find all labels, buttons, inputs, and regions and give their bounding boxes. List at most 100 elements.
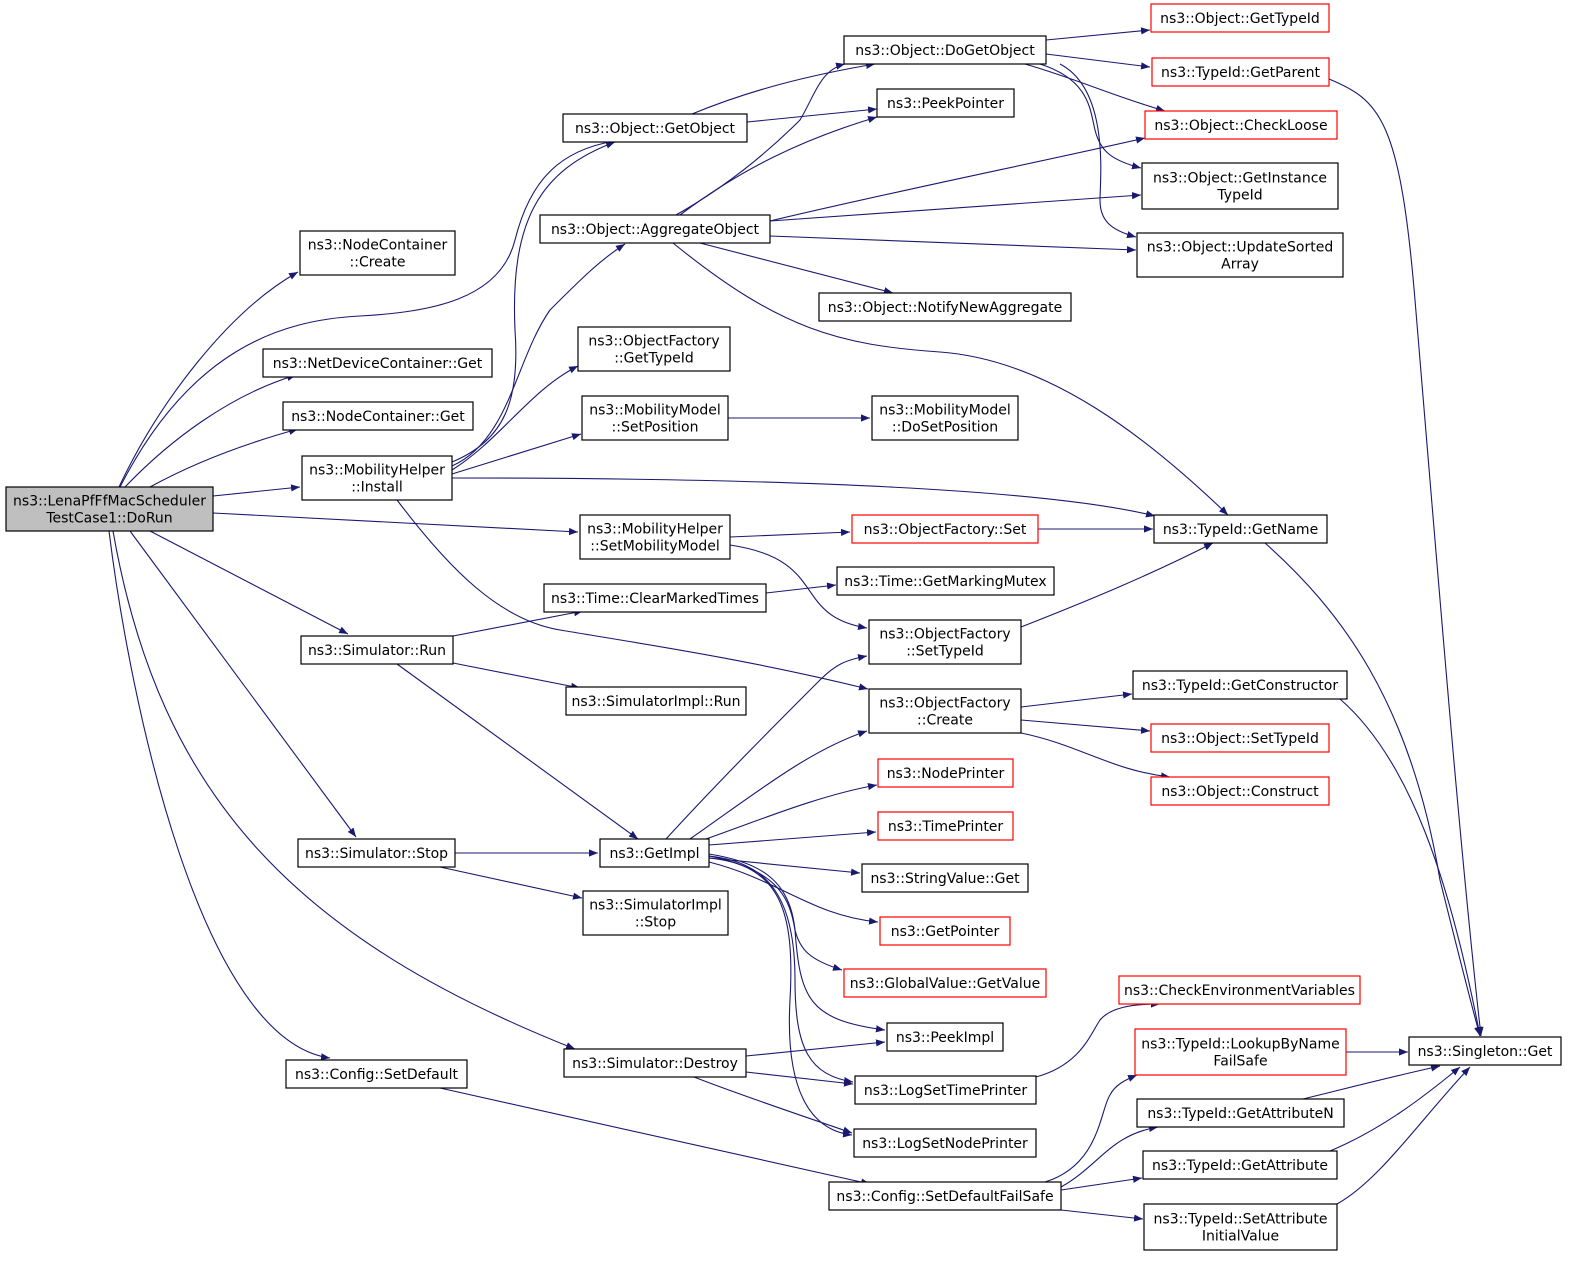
call-edge: [691, 61, 876, 115]
call-edge: [212, 484, 301, 497]
node-label: ns3::Simulator::Destroy: [572, 1056, 738, 1072]
call-edge: [708, 853, 886, 1033]
node-box: [1141, 162, 1339, 210]
function-node[interactable]: ns3::Singleton::Get: [1408, 1036, 1562, 1066]
function-node[interactable]: ns3::ObjectFactory::GetTypeId: [577, 326, 731, 372]
function-node[interactable]: ns3::PeekPointer: [876, 88, 1015, 118]
call-edge: [705, 783, 878, 840]
call-edge: [452, 609, 584, 637]
node-label: ::DoSetPosition: [892, 420, 998, 436]
function-node[interactable]: ns3::ObjectFactory::SetTypeId: [868, 619, 1022, 665]
node-label: ns3::Object::GetTypeId: [1160, 11, 1320, 27]
node-box: [1408, 1036, 1562, 1066]
node-box: [861, 863, 1029, 893]
function-node[interactable]: ns3::Object::AggregateObject: [539, 214, 771, 244]
node-box: [877, 758, 1014, 788]
call-edge: [708, 829, 877, 846]
function-node[interactable]: ns3::MobilityModel::DoSetPosition: [871, 395, 1019, 441]
node-label: ns3::TypeId::SetAttribute: [1154, 1212, 1328, 1228]
function-node[interactable]: ns3::Time::ClearMarkedTimes: [543, 583, 767, 613]
function-node[interactable]: ns3::Time::GetMarkingMutex: [836, 566, 1055, 596]
node-box: [565, 686, 747, 716]
function-node[interactable]: ns3::Object::CheckLoose: [1144, 110, 1338, 140]
function-node[interactable]: ns3::LenaPfFfMacSchedulerTestCase1::DoRu…: [5, 486, 214, 532]
function-node[interactable]: ns3::Object::DoGetObject: [843, 35, 1047, 65]
call-edge: [745, 1039, 886, 1057]
call-edge: [1336, 1066, 1471, 1205]
node-box: [582, 890, 729, 936]
function-node[interactable]: ns3::TimePrinter: [877, 811, 1014, 841]
node-label: ns3::MobilityModel: [879, 403, 1011, 419]
node-label: ::Install: [351, 480, 403, 496]
function-node[interactable]: ns3::TypeId::GetAttribute: [1142, 1150, 1338, 1180]
node-label: ns3::PeekImpl: [896, 1030, 994, 1046]
function-node[interactable]: ns3::MobilityModel::SetPosition: [581, 395, 729, 441]
node-box: [1136, 1098, 1345, 1128]
function-node[interactable]: ns3::LogSetNodePrinter: [853, 1128, 1037, 1158]
call-edge: [708, 861, 879, 925]
function-node[interactable]: ns3::Object::Construct: [1150, 776, 1330, 806]
node-label: ns3::NodeContainer::Get: [291, 409, 465, 425]
node-label: ns3::Time::ClearMarkedTimes: [551, 591, 759, 607]
node-box: [853, 1128, 1037, 1158]
function-node[interactable]: ns3::CheckEnvironmentVariables: [1118, 975, 1361, 1005]
function-node[interactable]: ns3::Config::SetDefault: [285, 1059, 468, 1089]
function-node[interactable]: ns3::StringValue::Get: [861, 863, 1029, 893]
function-node[interactable]: ns3::Object::NotifyNewAggregate: [818, 292, 1072, 322]
node-label: ::SetMobilityModel: [590, 539, 719, 555]
node-label: ns3::Object::AggregateObject: [551, 222, 760, 238]
function-node[interactable]: ns3::Simulator::Stop: [297, 838, 456, 868]
function-node[interactable]: ns3::Object::GetTypeId: [1150, 3, 1330, 33]
function-node[interactable]: ns3::Object::GetObject: [562, 113, 748, 143]
function-node[interactable]: ns3::Object::SetTypeId: [1150, 723, 1330, 753]
node-box: [1142, 1150, 1338, 1180]
call-edge: [1060, 1209, 1144, 1222]
function-node[interactable]: ns3::NetDeviceContainer::Get: [262, 348, 493, 378]
node-label: ns3::TypeId::GetConstructor: [1142, 678, 1338, 694]
function-node[interactable]: ns3::NodeContainer::Get: [282, 401, 474, 431]
node-label: ns3::ObjectFactory: [879, 696, 1010, 712]
node-label: ns3::NetDeviceContainer::Get: [273, 356, 483, 372]
function-node[interactable]: ns3::MobilityHelper::SetMobilityModel: [579, 514, 731, 560]
function-node[interactable]: ns3::GlobalValue::GetValue: [843, 968, 1047, 998]
node-box: [539, 214, 771, 244]
function-node[interactable]: ns3::Simulator::Destroy: [563, 1048, 747, 1078]
function-node[interactable]: ns3::SimulatorImpl::Stop: [582, 890, 729, 936]
function-node[interactable]: ns3::Simulator::Run: [300, 635, 454, 665]
node-box: [563, 1048, 747, 1078]
function-node[interactable]: ns3::NodePrinter: [877, 758, 1014, 788]
function-node[interactable]: ns3::GetPointer: [879, 916, 1011, 946]
node-box: [828, 1181, 1062, 1211]
function-node[interactable]: ns3::TypeId::GetAttributeN: [1136, 1098, 1345, 1128]
node-label: ns3::NodeContainer: [308, 238, 448, 254]
node-box: [579, 514, 731, 560]
function-node[interactable]: ns3::MobilityHelper::Install: [301, 455, 453, 501]
call-edge: [119, 138, 616, 488]
function-node[interactable]: ns3::ObjectFactory::Create: [868, 688, 1022, 734]
function-node[interactable]: ns3::TypeId::GetName: [1153, 514, 1328, 544]
function-node[interactable]: ns3::Config::SetDefaultFailSafe: [828, 1181, 1062, 1211]
node-label: ns3::PeekPointer: [887, 96, 1004, 112]
function-node[interactable]: ns3::TypeId::GetParent: [1151, 57, 1330, 87]
function-node[interactable]: ns3::ObjectFactory::Set: [851, 514, 1039, 544]
node-label: ns3::StringValue::Get: [870, 871, 1020, 887]
node-label: ns3::SimulatorImpl: [589, 898, 722, 914]
function-node[interactable]: ns3::GetImpl: [599, 838, 710, 868]
function-node[interactable]: ns3::PeekImpl: [886, 1022, 1004, 1052]
function-node[interactable]: ns3::TypeId::GetConstructor: [1132, 670, 1348, 700]
call-edge: [124, 374, 297, 488]
function-node[interactable]: ns3::SimulatorImpl::Run: [565, 686, 747, 716]
function-node[interactable]: ns3::NodeContainer::Create: [299, 230, 456, 276]
function-nodes: ns3::LenaPfFfMacSchedulerTestCase1::DoRu…: [5, 3, 1562, 1251]
call-edge: [665, 654, 868, 840]
call-edges: [108, 27, 1484, 1222]
node-label: ns3::MobilityHelper: [309, 463, 445, 479]
function-node[interactable]: ns3::LogSetTimePrinter: [854, 1075, 1037, 1105]
node-box: [879, 916, 1011, 946]
node-label: ns3::ObjectFactory::Set: [864, 522, 1027, 538]
call-edge: [1059, 63, 1137, 239]
